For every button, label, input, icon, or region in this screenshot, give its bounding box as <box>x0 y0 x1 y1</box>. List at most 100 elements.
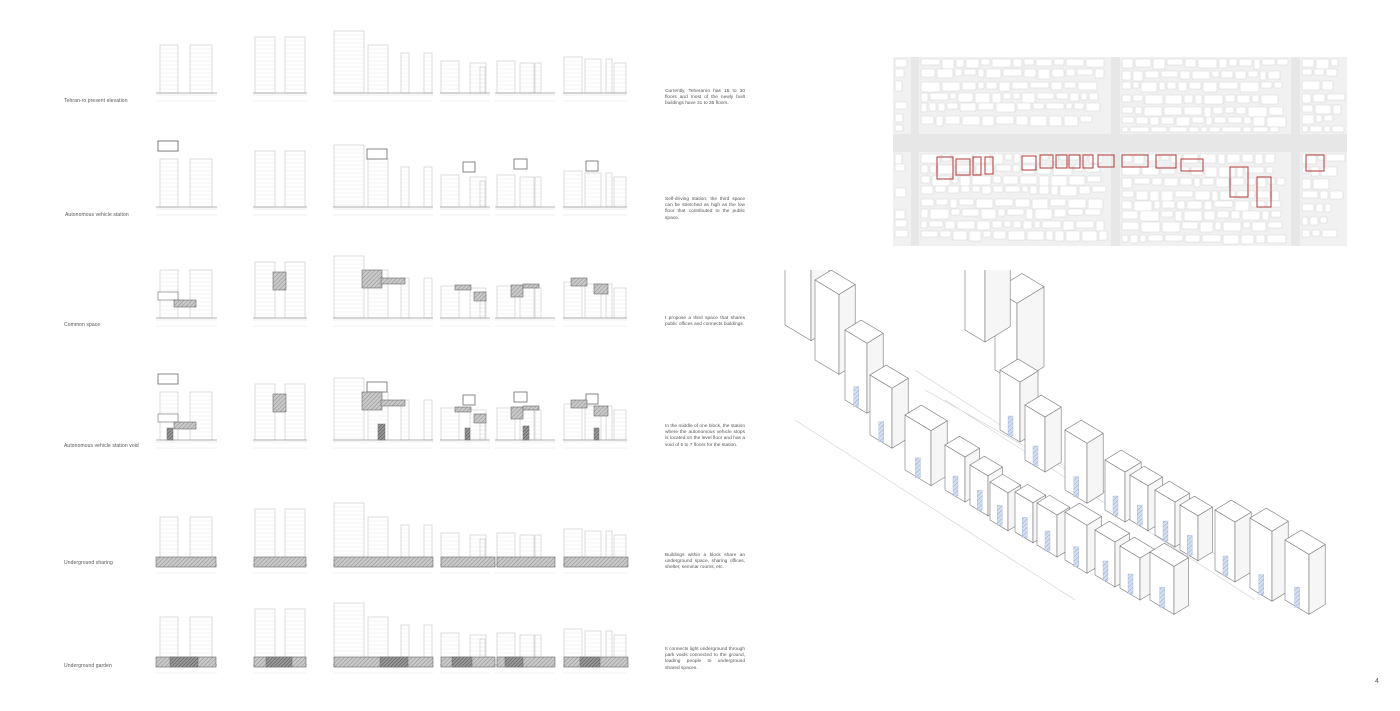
map-block <box>1301 203 1315 212</box>
axo-building <box>904 404 948 487</box>
map-block <box>1147 234 1164 242</box>
map-block <box>1006 208 1025 216</box>
map-block <box>960 185 971 193</box>
map-block <box>1013 153 1021 164</box>
row-label: Underground garden <box>64 663 112 669</box>
map-block <box>1065 58 1085 67</box>
map-block <box>1132 94 1144 102</box>
diagram-row <box>156 30 627 102</box>
map-block <box>1048 115 1063 127</box>
station-box <box>462 394 476 406</box>
map-block <box>1254 153 1264 165</box>
building-outline <box>534 62 542 94</box>
underground-space <box>496 556 556 568</box>
building-outline <box>534 176 542 208</box>
map-block <box>1301 80 1321 91</box>
axo-station <box>1022 517 1028 538</box>
map-block <box>1003 220 1012 228</box>
building-outline <box>613 176 627 208</box>
axo-face <box>1094 520 1130 543</box>
common-space-block <box>522 283 540 289</box>
map-block <box>1312 93 1326 103</box>
map-block <box>1204 166 1218 178</box>
map-block <box>920 102 928 113</box>
axo-station <box>1258 574 1264 595</box>
axo-face <box>1064 502 1102 526</box>
map-block <box>1183 210 1203 222</box>
map-block <box>1241 153 1254 163</box>
map-block <box>1266 200 1282 208</box>
map-block <box>1273 81 1283 89</box>
map-block <box>977 102 995 111</box>
map-block <box>1244 166 1265 174</box>
map-block <box>1073 102 1085 110</box>
map-block <box>1174 190 1194 198</box>
map-block <box>1242 221 1251 229</box>
building-outline <box>333 144 365 208</box>
map-block <box>1309 125 1323 133</box>
map-block <box>1067 208 1084 216</box>
axo-face <box>869 364 909 389</box>
map-block <box>1236 190 1256 199</box>
map-block <box>1151 177 1163 186</box>
map-block <box>1301 229 1311 238</box>
map-block <box>1029 81 1050 89</box>
map-block <box>1234 200 1250 212</box>
axo-face <box>969 455 1003 477</box>
map-block <box>894 58 908 68</box>
building-outline <box>563 403 583 441</box>
axo-station <box>1073 476 1079 497</box>
highlighted-building <box>936 156 954 180</box>
map-block <box>1121 190 1135 198</box>
diagram-row <box>156 373 627 449</box>
map-block <box>956 220 976 230</box>
axo-building <box>1214 499 1252 583</box>
map-block <box>1238 58 1253 67</box>
map-block <box>1163 106 1183 116</box>
axo-face <box>944 435 980 458</box>
highlighted-building <box>972 156 982 176</box>
site-plan-map <box>893 57 1347 246</box>
map-block <box>1014 198 1031 208</box>
map-block <box>894 68 905 78</box>
underground-garden <box>169 656 199 668</box>
axo-station <box>1044 530 1051 552</box>
map-block <box>991 92 1002 104</box>
axo-station <box>1137 505 1143 526</box>
map-block <box>1065 68 1076 77</box>
map-block <box>1270 210 1282 218</box>
map-block <box>1023 58 1035 66</box>
map-block <box>1078 185 1091 195</box>
map-block <box>995 164 1012 172</box>
map-block <box>1199 221 1214 233</box>
map-block <box>1051 68 1065 78</box>
map-block <box>1268 106 1284 116</box>
map-block <box>1012 164 1021 173</box>
map-block <box>1129 126 1150 133</box>
map-block <box>1085 58 1105 68</box>
map-block <box>1085 102 1101 112</box>
map-block <box>1022 220 1033 230</box>
row-description: Self-driving station, the third space ca… <box>665 197 745 221</box>
map-block <box>944 220 956 230</box>
map-block <box>980 208 997 220</box>
map-block <box>1261 58 1276 66</box>
map-block <box>1140 221 1161 233</box>
map-block <box>1186 200 1203 210</box>
map-block <box>1315 114 1323 123</box>
map-block <box>997 208 1006 217</box>
axo-station <box>952 475 959 497</box>
building-outline <box>534 409 542 441</box>
highlighted-building <box>1021 155 1037 171</box>
map-block <box>1139 210 1160 222</box>
building-outline <box>563 281 583 319</box>
highlighted-building <box>1256 176 1272 208</box>
underground-space <box>155 556 217 568</box>
map-block <box>1037 68 1051 80</box>
map-block <box>1175 116 1191 127</box>
common-space-block <box>510 406 524 420</box>
map-block <box>1261 210 1270 221</box>
building-outline <box>333 255 365 319</box>
row-label: Autonomous vehicle station void <box>64 443 139 449</box>
axo-face <box>844 319 884 344</box>
